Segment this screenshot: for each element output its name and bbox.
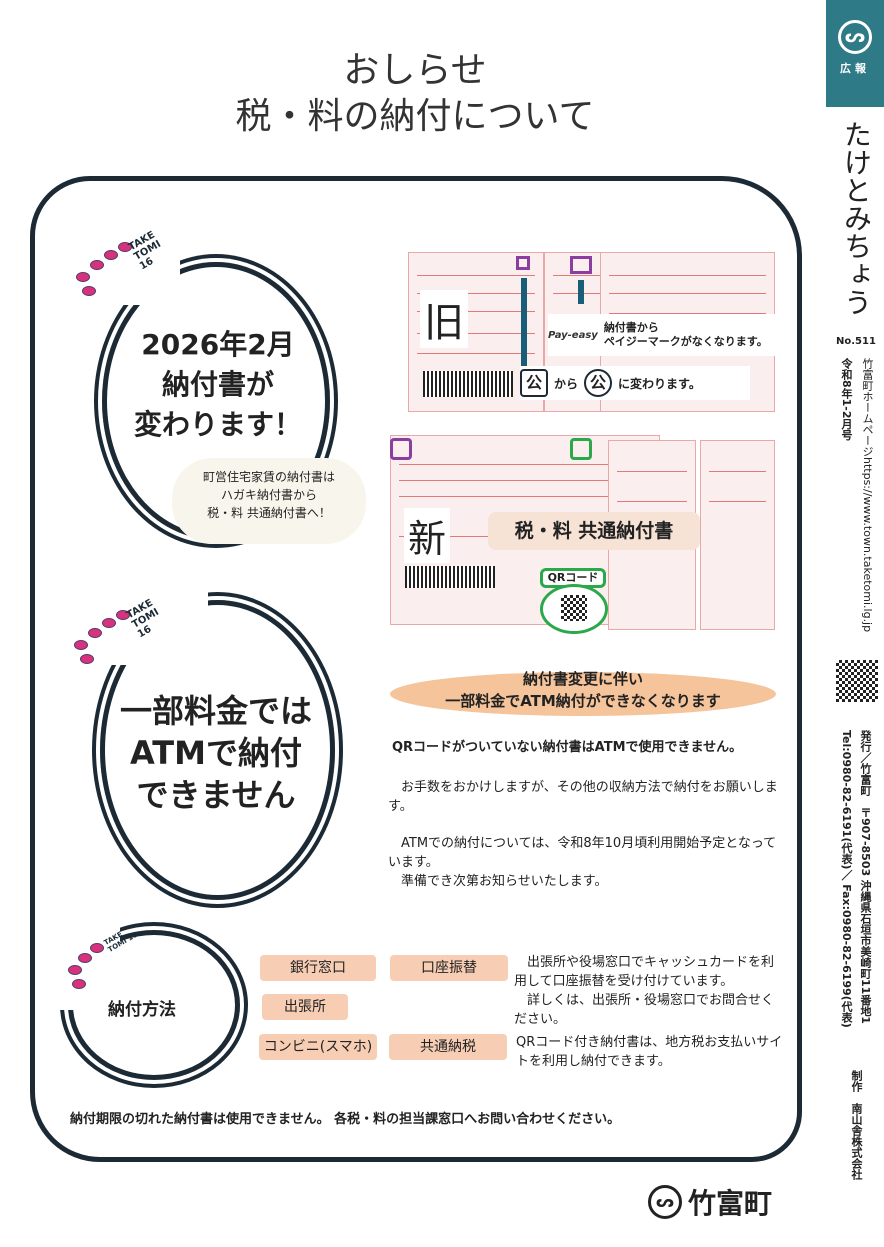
atm-para2: ATMでの納付については、令和8年10月頃利用開始予定となっています。	[388, 836, 777, 870]
producer: 制作 南山舎株式会社	[850, 1070, 863, 1180]
atm-banner: 納付書変更に伴い一部料金でATM納付ができなくなります	[445, 670, 721, 710]
method-convenience: コンビニ(スマホ)	[259, 1034, 377, 1060]
atm-lead: QRコードがついていない納付書はATMで使用できません。	[392, 740, 743, 755]
method-note2: QRコード付き納付書は、地方税お支払いサイトを利用し納付できます。	[516, 1035, 783, 1069]
homepage-url[interactable]: 竹富町ホームページhttps://www.town.taketomi.lg.jp	[861, 358, 874, 633]
publisher: 発行／竹富町 〒907-8503 沖縄県石垣市美崎町11番地1	[859, 730, 872, 1024]
qr-code-icon	[561, 595, 587, 621]
atm-para3: 準備でき次第お知らせいたします。	[388, 874, 608, 889]
town-logo: ᔕ 竹富町	[648, 1182, 772, 1222]
payeasy-note: Pay-easy 納付書からペイジーマークがなくなります。	[548, 314, 778, 356]
section1-heading: 2026年2月納付書が変わります！	[133, 328, 302, 441]
new-label: 新	[404, 508, 451, 563]
new-form-right	[700, 440, 775, 630]
method-common-tax: 共通納税	[389, 1034, 507, 1060]
method-note1: 出張所や役場窓口でキャッシュカードを利用して口座振替を受け付けています。 詳しく…	[514, 955, 775, 1027]
tel-fax: Tel:0980-82-6191(代表)／ Fax:0980-82-6199(代…	[840, 730, 853, 1028]
barcode	[423, 371, 513, 397]
section2-ring	[100, 600, 335, 900]
old-seal-icon: 公	[520, 369, 548, 397]
issue-number: No.511	[836, 336, 876, 347]
content-frame	[30, 176, 802, 1162]
footer-notice: 納付期限の切れた納付書は使用できません。 各税・料の担当課窓口へお問い合わせくだ…	[70, 1112, 621, 1127]
old-label: 旧	[420, 290, 468, 348]
takatomi-logo: TAKE TOMI 16	[64, 925, 144, 995]
barcode	[405, 566, 495, 588]
page-title: おしらせ 税・料の納付について	[235, 50, 595, 137]
town-emblem-icon: ᔕ	[838, 20, 872, 54]
takatomi-logo: TAKE TOMI 16	[68, 222, 178, 302]
arrow-up-icon	[521, 278, 527, 366]
new-form-title: 税・料 共通納付書	[488, 512, 700, 550]
takatomi-logo: TAKE TOMI 16	[66, 590, 176, 670]
arrow-up-icon	[578, 280, 584, 304]
koho-badge: ᔕ 広報	[826, 0, 884, 107]
method-branch: 出張所	[262, 994, 348, 1020]
qr-code-icon[interactable]	[836, 660, 878, 702]
section3-heading: 納付方法	[108, 1000, 176, 1020]
housing-bubble: 町営住宅家賃の納付書はハガキ納付書から税・料 共通納付書へ！	[172, 458, 366, 544]
issue-date: 令和8年1-2月号	[840, 358, 853, 441]
method-bank: 銀行窓口	[260, 955, 376, 981]
magazine-name: たけとみちょう	[840, 120, 873, 316]
town-emblem-icon: ᔕ	[648, 1185, 682, 1219]
new-seal-icon: 公	[584, 369, 613, 397]
atm-para1: お手数をおかけしますが、その他の収納方法で納付をお願いします。	[388, 780, 778, 814]
method-transfer: 口座振替	[390, 955, 508, 981]
payeasy-logo: Pay-easy	[548, 329, 598, 341]
seal-change-note: 公 から 公 に変わります。	[520, 366, 750, 400]
atm-banner-bg	[390, 672, 776, 716]
